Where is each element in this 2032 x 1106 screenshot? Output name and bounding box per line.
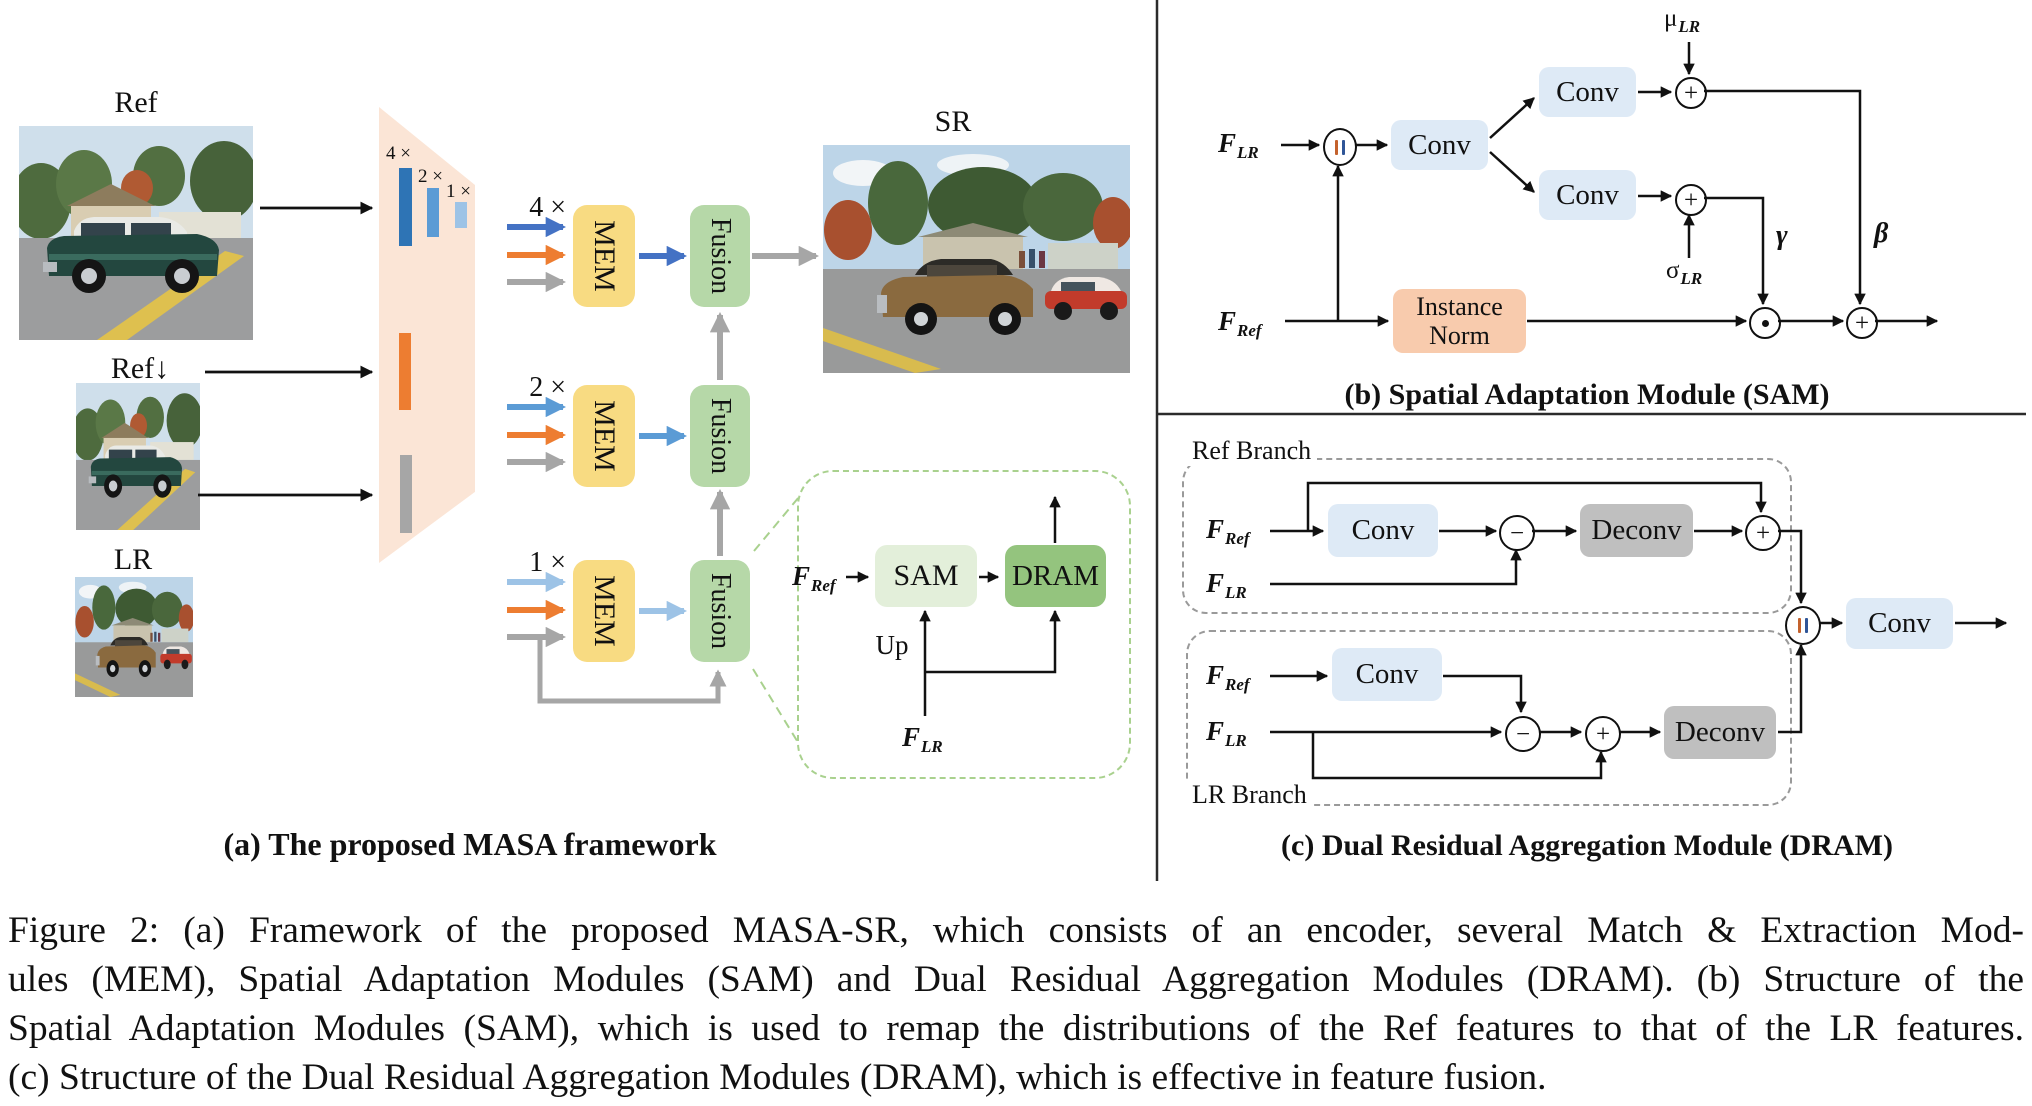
panel-a-caption: (a) The proposed MASA framework [223,826,717,862]
mem-box-2x: MEM [573,385,635,487]
caption-line-3: Spatial Adaptation Modules (SAM), which … [8,1008,2024,1049]
b-concat-circle: || [1323,128,1357,166]
c-ref-minus-circle: − [1499,515,1535,551]
c-lr-conv-box: Conv [1332,648,1442,701]
c-ref-f-ref-label: FRef [1206,514,1250,548]
c-concat-circle: || [1785,606,1821,645]
row-label-2x: 2 × [529,372,566,403]
b-plus-top-circle: + [1675,77,1707,109]
fusion-label: Fusion [705,572,736,650]
c-conv-out-box: Conv [1846,598,1953,649]
feature-bar-4x [399,168,412,246]
b-f-ref-label: FRef [1218,306,1262,340]
c-ref-conv-box: Conv [1328,504,1438,557]
sr-image-label: SR [934,105,972,138]
b-conv-top-box: Conv [1539,67,1636,117]
b-plus-out-circle: + [1846,307,1878,339]
caption-line-1: Figure 2: (a) Framework of the proposed … [8,910,2024,951]
fusion-label: Fusion [705,397,736,475]
callout-f-ref-label: FRef [792,561,836,595]
instance-norm-line2: Norm [1429,321,1490,350]
c-ref-plus-circle: + [1745,515,1781,551]
figure-caption: Figure 2: (a) Framework of the proposed … [8,906,2024,1102]
lr-photo [75,577,193,697]
encoder-bar-label-2x: 2 × [418,166,443,187]
caption-line-4: (c) Structure of the Dual Residual Aggre… [8,1057,1547,1098]
b-sigma-lr-label: σLR [1666,257,1703,288]
encoder-bar-label-4x: 4 × [386,143,411,164]
feature-bar-lr [400,455,412,533]
b-instance-norm-box: Instance Norm [1393,289,1526,353]
mem-label: MEM [588,220,621,292]
dram-box: DRAM [1005,545,1106,607]
c-lr-deconv-box: Deconv [1664,706,1776,759]
c-lr-f-ref-label: FRef [1206,660,1250,694]
c-lr-plus-circle: + [1585,716,1621,752]
lr-image-label: LR [113,543,153,576]
panel-b-caption: (b) Spatial Adaptation Module (SAM) [1344,378,1830,411]
b-dot-product-circle: · [1749,307,1781,339]
row-label-1x: 1 × [529,547,566,578]
sr-photo [823,145,1130,373]
b-conv-in-box: Conv [1391,120,1488,170]
b-beta-label: β [1874,218,1889,249]
feature-bar-1x [455,202,467,228]
fusion-box-4x: Fusion [690,205,750,307]
b-mu-lr-label: μLR [1664,5,1701,36]
ref-image-label: Ref [114,86,158,119]
feature-bar-2x [427,188,439,237]
mem-box-1x: MEM [573,560,635,662]
b-f-lr-label: FLR [1218,128,1259,162]
up-label: Up [875,630,909,660]
feature-bar-ref-down [399,333,411,410]
encoder-shape [379,107,475,563]
sam-box: SAM [875,545,977,607]
mem-label: MEM [588,400,621,472]
encoder-bar-label-1x: 1 × [446,181,471,202]
b-gamma-label: γ [1776,220,1788,251]
panel-c-caption: (c) Dual Residual Aggregation Module (DR… [1281,829,1893,862]
ref-down-image-label: Ref↓ [110,352,170,385]
c-ref-deconv-box: Deconv [1580,504,1693,557]
lr-branch-label: LR Branch [1186,780,1313,810]
mem-box-4x: MEM [573,205,635,307]
c-lr-minus-circle: − [1505,716,1541,752]
ref-down-photo [76,383,200,530]
ref-branch-box [1182,458,1792,614]
ref-branch-label: Ref Branch [1186,436,1318,466]
fusion-box-1x: Fusion [690,560,750,662]
c-lr-f-lr-label: FLR [1206,716,1247,750]
instance-norm-line1: Instance [1416,292,1503,321]
sam-dram-callout-box [797,470,1131,779]
b-plus-bottom-circle: + [1675,184,1707,216]
caption-line-2: ules (MEM), Spatial Adaptation Modules (… [8,959,2024,1000]
ref-photo [19,126,253,340]
mem-label: MEM [588,575,621,647]
fusion-box-2x: Fusion [690,385,750,487]
callout-f-lr-label: FLR [902,722,943,756]
row-label-4x: 4 × [529,192,566,223]
c-ref-f-lr-label: FLR [1206,568,1247,602]
fusion-label: Fusion [705,217,736,295]
b-conv-bottom-box: Conv [1539,170,1636,220]
